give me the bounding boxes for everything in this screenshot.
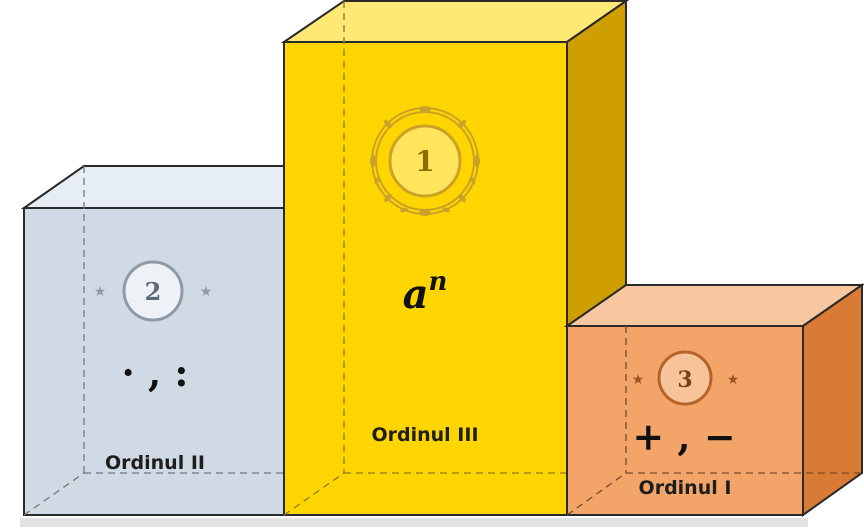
first-symbol: an bbox=[403, 267, 448, 318]
laurel-icon bbox=[370, 106, 480, 216]
gold-medal-disc bbox=[388, 124, 462, 198]
silver-star-left-icon: ★ bbox=[94, 284, 107, 300]
gold-medal: 1 bbox=[370, 106, 480, 216]
bronze-medal: ★ ★ 3 bbox=[632, 350, 740, 406]
third-symbols: + , − bbox=[632, 414, 735, 459]
first-symbol-exponent: n bbox=[429, 267, 448, 297]
bronze-medal-rank: 3 bbox=[677, 367, 692, 393]
bronze-star-left-icon: ★ bbox=[632, 372, 645, 388]
silver-medal: ★ ★ 2 bbox=[94, 260, 213, 322]
third-side-face bbox=[802, 283, 863, 517]
bronze-star-right-icon: ★ bbox=[727, 372, 740, 388]
first-symbol-base: a bbox=[403, 271, 429, 318]
second-label: Ordinul II bbox=[105, 452, 205, 474]
bronze-medal-disc bbox=[657, 350, 713, 406]
silver-medal-rank: 2 bbox=[145, 277, 162, 306]
third-label: Ordinul I bbox=[639, 477, 732, 499]
floor-shadow bbox=[20, 518, 808, 527]
gold-medal-rank: 1 bbox=[415, 145, 434, 178]
first-side-face bbox=[566, 0, 627, 328]
first-label: Ordinul III bbox=[371, 424, 478, 446]
silver-star-right-icon: ★ bbox=[200, 284, 213, 300]
podium-block-third bbox=[563, 283, 864, 517]
silver-medal-disc bbox=[122, 260, 184, 322]
podium-block-second bbox=[20, 165, 348, 516]
second-symbols: · , : bbox=[122, 350, 189, 395]
third-front-face bbox=[566, 325, 804, 516]
